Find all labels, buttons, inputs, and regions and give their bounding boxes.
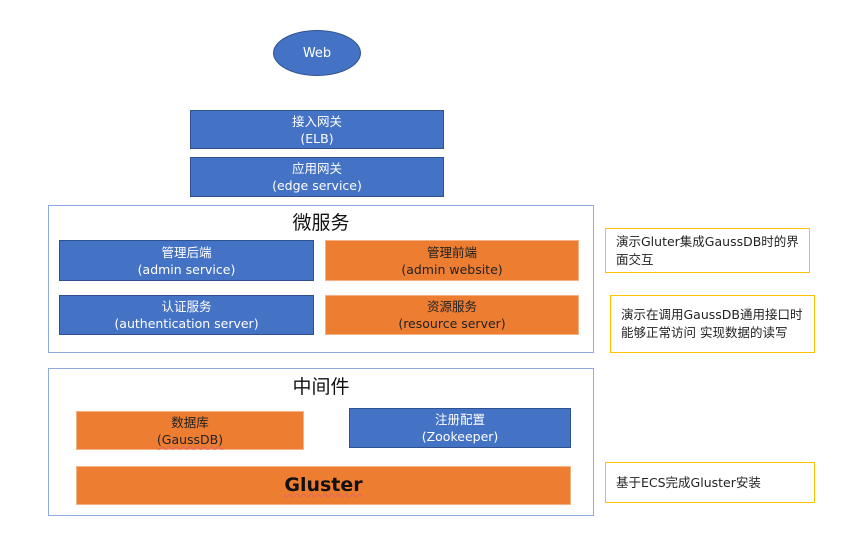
resource-server-box: 资源服务 (resource server) bbox=[325, 295, 579, 335]
admin-service-title: 管理后端 bbox=[161, 244, 212, 260]
gluster-box: Gluster bbox=[76, 466, 571, 505]
note-1-text: 演示Gluter集成GaussDB时的界面交互 bbox=[616, 233, 799, 267]
web-label: Web bbox=[302, 45, 332, 61]
elb-gateway-title: 接入网关 bbox=[291, 113, 342, 129]
admin-website-title: 管理前端 bbox=[426, 244, 477, 260]
edge-service-gateway-box: 应用网关 (edge service) bbox=[190, 157, 444, 197]
note-3-text: 基于ECS完成Gluster安装 bbox=[616, 474, 761, 490]
gaussdb-title: 数据库 bbox=[171, 414, 209, 430]
web-client-node: Web bbox=[273, 30, 361, 76]
resource-server-subtitle: (resource server) bbox=[398, 316, 506, 331]
admin-website-box: 管理前端 (admin website) bbox=[325, 240, 579, 281]
authentication-server-box: 认证服务 (authentication server) bbox=[59, 295, 314, 335]
admin-service-subtitle: (admin service) bbox=[137, 261, 236, 277]
zookeeper-subtitle: (Zookeeper) bbox=[421, 429, 499, 444]
microservices-title: 微服务 bbox=[292, 212, 350, 234]
edge-gateway-title: 应用网关 bbox=[291, 161, 342, 176]
gluster-label: Gluster bbox=[284, 474, 363, 496]
edge-gateway-subtitle: (edge service) bbox=[272, 178, 362, 193]
note-gaussdb-interaction: 演示Gluter集成GaussDB时的界面交互 bbox=[605, 228, 810, 273]
resource-server-title: 资源服务 bbox=[426, 299, 477, 314]
admin-service-box: 管理后端 (admin service) bbox=[59, 240, 314, 281]
zookeeper-box: 注册配置 (Zookeeper) bbox=[349, 408, 571, 448]
elb-gateway-box: 接入网关 (ELB) bbox=[190, 110, 444, 149]
gaussdb-subtitle: (GaussDB) bbox=[156, 431, 224, 447]
zookeeper-title: 注册配置 bbox=[434, 412, 485, 427]
elb-gateway-subtitle: (ELB) bbox=[300, 130, 334, 146]
admin-website-subtitle: (admin website) bbox=[401, 261, 503, 277]
note-gluster-install: 基于ECS完成Gluster安装 bbox=[605, 462, 815, 503]
middleware-title: 中间件 bbox=[292, 376, 350, 398]
gaussdb-box: 数据库 (GaussDB) bbox=[76, 411, 304, 450]
note-2-text: 演示在调用GaussDB通用接口时能够正常访问 实现数据的读写 bbox=[621, 307, 803, 340]
authentication-server-title: 认证服务 bbox=[161, 299, 212, 314]
note-gaussdb-read-write: 演示在调用GaussDB通用接口时能够正常访问 实现数据的读写 bbox=[610, 295, 815, 353]
authentication-server-subtitle: (authentication server) bbox=[114, 316, 259, 331]
